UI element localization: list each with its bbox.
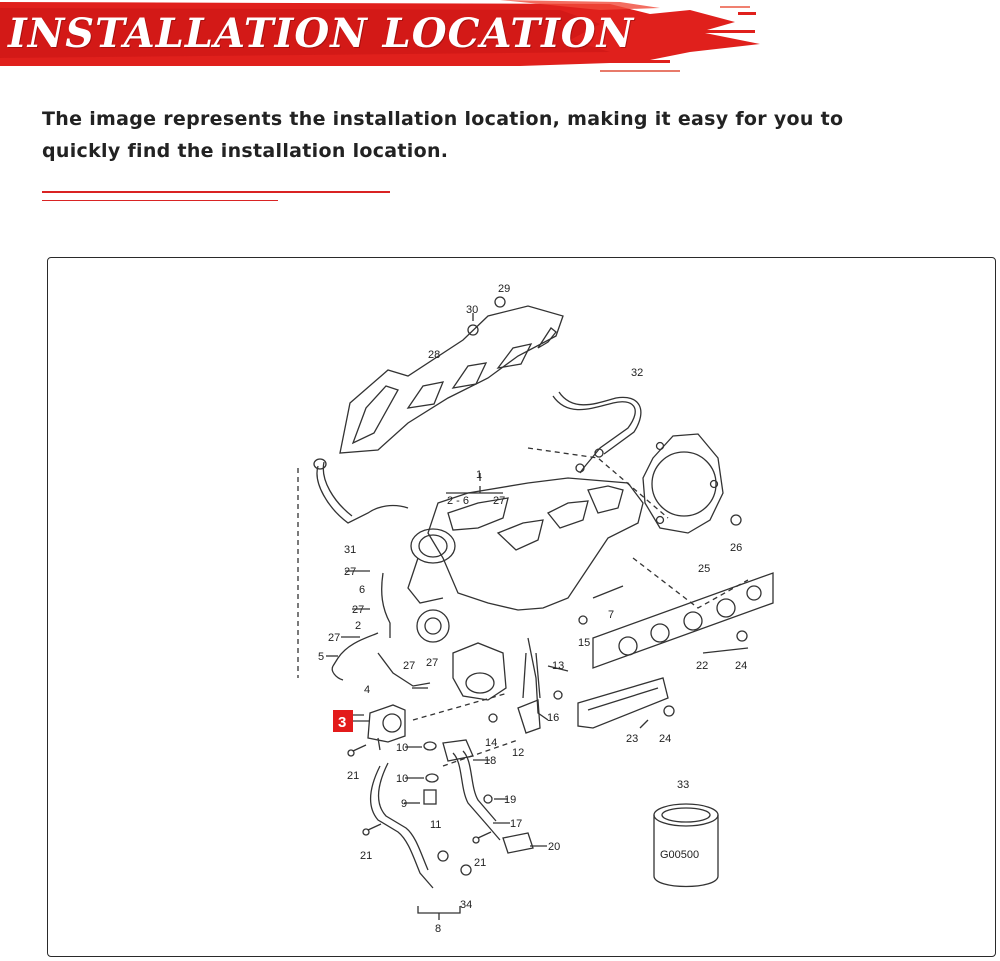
callout-label: 30 xyxy=(466,304,478,316)
callout-label: 2 - 6 xyxy=(447,495,469,507)
callout-label: 15 xyxy=(578,637,590,649)
callout-label: 22 xyxy=(696,660,708,672)
callout-label: 10 xyxy=(396,742,408,754)
callout-label: 34 xyxy=(460,899,472,911)
callout-label: 23 xyxy=(626,733,638,745)
callout-label: 17 xyxy=(510,818,522,830)
callout-label: 5 xyxy=(318,651,324,663)
callout-label: 26 xyxy=(730,542,742,554)
callout-label: 11 xyxy=(430,819,441,831)
diagram-panel: G00500 3 29 30 28 32 1 2 - 6 27 31 26 25… xyxy=(47,257,996,957)
callout-label: 20 xyxy=(548,841,560,853)
callout-label: 27 xyxy=(403,660,415,672)
callout-label: 24 xyxy=(659,733,671,745)
callout-label: 33 xyxy=(677,779,689,791)
callout-label: 19 xyxy=(504,794,516,806)
callout-label: 25 xyxy=(698,563,710,575)
callout-label: 27 xyxy=(493,495,505,507)
callout-label: 2 xyxy=(355,620,361,632)
divider-long xyxy=(42,191,390,193)
callout-label: 4 xyxy=(364,684,370,696)
header-banner: INSTALLATION LOCATION xyxy=(0,0,780,80)
callout-label: 21 xyxy=(347,770,359,782)
callout-label: 24 xyxy=(735,660,747,672)
callout-label: 1 xyxy=(476,469,482,481)
brush-stroke xyxy=(0,0,760,72)
highlight-badge-label: 3 xyxy=(338,714,346,731)
callout-label: 29 xyxy=(498,283,510,295)
oil-container-33 xyxy=(653,803,719,888)
callout-label: 7 xyxy=(608,609,614,621)
divider-short xyxy=(42,200,278,201)
callout-label: 6 xyxy=(359,584,365,596)
callout-label: 21 xyxy=(474,857,486,869)
exploded-parts-diagram: G00500 3 29 30 28 32 1 2 - 6 27 31 26 25… xyxy=(297,283,774,935)
callout-label: 18 xyxy=(484,755,496,767)
callout-label: 10 xyxy=(396,773,408,785)
callout-label: 21 xyxy=(360,850,372,862)
callout-label: 16 xyxy=(547,712,559,724)
callout-label: 27 xyxy=(344,566,356,578)
diagram-lines xyxy=(297,296,774,920)
description-text: The image represents the installation lo… xyxy=(42,108,844,162)
callout-label: 27 xyxy=(426,657,438,669)
callout-label: 28 xyxy=(428,349,440,361)
container-label: G00500 xyxy=(660,849,699,861)
page-title: INSTALLATION LOCATION xyxy=(8,10,635,57)
callout-label: 32 xyxy=(631,367,643,379)
callout-label: 27 xyxy=(328,632,340,644)
callout-label: 27 xyxy=(352,604,364,616)
callout-label: 12 xyxy=(512,747,524,759)
callout-label: 14 xyxy=(485,737,497,749)
callout-labels: 29 30 28 32 1 2 - 6 27 31 26 25 27 6 27 … xyxy=(318,283,747,935)
callout-label: 13 xyxy=(552,660,564,672)
highlight-badge: 3 xyxy=(333,710,370,732)
callout-label: 31 xyxy=(344,544,356,556)
callout-label: 8 xyxy=(435,923,441,935)
callout-label: 9 xyxy=(401,798,407,810)
